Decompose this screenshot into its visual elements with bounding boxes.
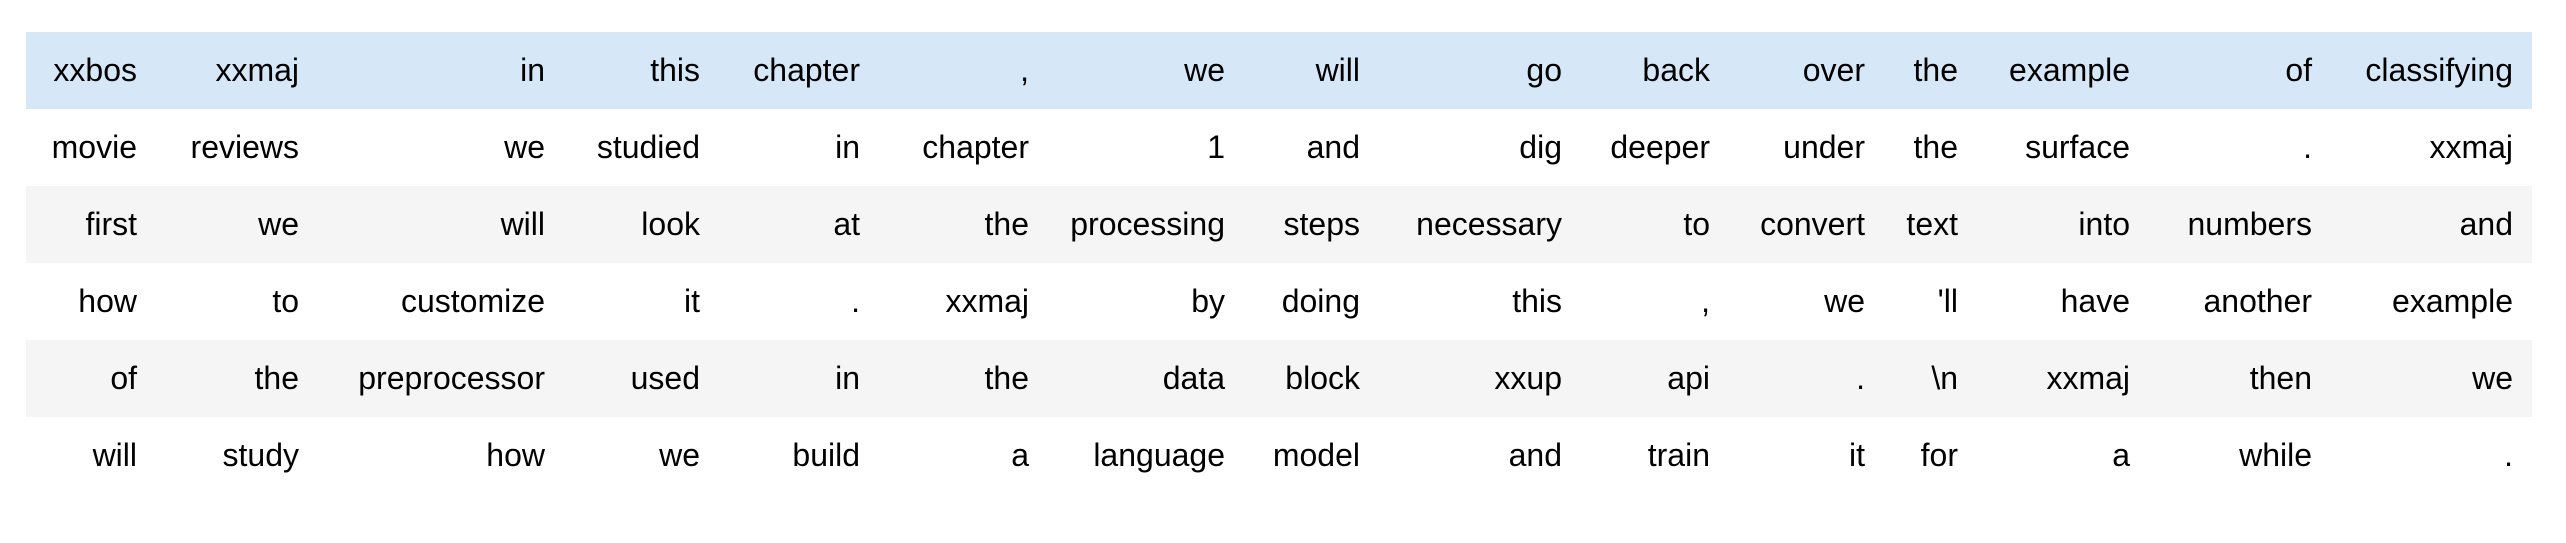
token-cell: necessary (1416, 206, 1562, 243)
token-cell: back (1642, 52, 1710, 89)
token-cell: over (1802, 52, 1865, 89)
token-cell: we (504, 129, 545, 166)
token-cell: text (1906, 206, 1958, 243)
token-cell: . (2303, 129, 2312, 166)
token-cell: how (486, 437, 545, 474)
token-cell: the (984, 360, 1029, 397)
token-cell: first (85, 206, 137, 243)
token-cell: a (1011, 437, 1029, 474)
token-cell: numbers (2187, 206, 2313, 243)
token-dataframe: xxbos xxmaj in this chapter, we will go back over… (26, 32, 2532, 494)
token-cell: \n (1931, 360, 1958, 397)
token-cell: we (659, 437, 700, 474)
token-cell: this (650, 52, 700, 89)
token-cell: for (1920, 437, 1958, 474)
token-cell: model (1272, 437, 1360, 474)
token-cell: preprocessor (358, 360, 545, 397)
token-cell: customize (400, 283, 545, 320)
token-cell: we (258, 206, 299, 243)
token-cell: and (2459, 206, 2513, 243)
token-cell: the (1913, 52, 1958, 89)
token-cell: dig (1519, 129, 1562, 166)
token-cell: go (1526, 52, 1562, 89)
token-cell: 'll (1937, 283, 1958, 320)
token-cell: under (1783, 129, 1865, 166)
token-row: will study how we build a language model and trai… (26, 417, 2532, 494)
token-cell: , (1701, 283, 1710, 320)
token-cell: movie (51, 129, 137, 166)
token-cell: language (1093, 437, 1225, 474)
token-cell: train (1647, 437, 1710, 474)
token-cell: to (272, 283, 299, 320)
token-dataframe-body: xxbos xxmaj in this chapter, we will go back over… (26, 32, 2532, 494)
token-cell: xxmaj (215, 52, 299, 89)
token-cell: in (835, 129, 860, 166)
token-cell: we (1184, 52, 1225, 89)
token-cell: this (1512, 283, 1562, 320)
token-cell: build (792, 437, 860, 474)
token-cell: chapter (922, 129, 1029, 166)
token-cell: will (500, 206, 545, 243)
token-cell: surface (2025, 129, 2130, 166)
token-cell: we (2472, 360, 2513, 397)
token-row-highlighted: xxbos xxmaj in this chapter, we will go back over… (26, 32, 2532, 109)
token-cell: into (2078, 206, 2130, 243)
token-row: first we will look at the processing steps neces… (26, 186, 2532, 263)
token-cell: 1 (1207, 129, 1225, 166)
token-cell: steps (1283, 206, 1360, 243)
token-cell: will (92, 437, 137, 474)
token-row: movie reviews we studied in chapter 1 and dig dee… (26, 109, 2532, 186)
token-cell: look (641, 206, 700, 243)
token-cell: of (2285, 52, 2312, 89)
token-cell: xxbos (53, 52, 137, 89)
token-cell: to (1683, 206, 1710, 243)
token-cell: in (520, 52, 545, 89)
token-cell: chapter (753, 52, 860, 89)
token-cell: doing (1281, 283, 1360, 320)
token-cell: it (684, 283, 700, 320)
token-cell: , (1020, 52, 1029, 89)
token-cell: xxmaj (2046, 360, 2130, 397)
token-cell: api (1667, 360, 1710, 397)
token-cell: have (2060, 283, 2130, 320)
token-cell: and (1508, 437, 1562, 474)
token-cell: xxmaj (2429, 129, 2513, 166)
token-cell: how (78, 283, 137, 320)
token-cell: the (254, 360, 299, 397)
token-row: of the preprocessor used in the data block xxup a… (26, 340, 2532, 417)
token-cell: by (1191, 283, 1225, 320)
token-cell: reviews (190, 129, 299, 166)
token-cell: . (1856, 360, 1865, 397)
token-cell: it (1849, 437, 1865, 474)
token-cell: the (984, 206, 1029, 243)
token-cell: at (833, 206, 860, 243)
token-cell: will (1315, 52, 1360, 89)
token-cell: deeper (1610, 129, 1710, 166)
token-cell: . (2504, 437, 2513, 474)
token-cell: example (2009, 52, 2130, 89)
token-cell: of (110, 360, 137, 397)
token-cell: another (2203, 283, 2312, 320)
token-cell: block (1285, 360, 1360, 397)
token-cell: study (222, 437, 299, 474)
token-cell: studied (596, 129, 700, 166)
token-cell: xxmaj (945, 283, 1029, 320)
token-cell: classifying (2365, 52, 2513, 89)
token-cell: in (835, 360, 860, 397)
token-cell: and (1306, 129, 1360, 166)
token-cell: then (2249, 360, 2312, 397)
token-cell: processing (1070, 206, 1225, 243)
token-cell: example (2392, 283, 2513, 320)
token-cell: data (1162, 360, 1225, 397)
token-cell: a (2112, 437, 2130, 474)
token-cell: . (851, 283, 860, 320)
token-cell: while (2239, 437, 2312, 474)
token-cell: used (630, 360, 700, 397)
token-cell: we (1824, 283, 1865, 320)
token-cell: xxup (1494, 360, 1562, 397)
token-row: how to customize it. xxmaj by doing this, we 'll h… (26, 263, 2532, 340)
token-cell: the (1913, 129, 1958, 166)
token-cell: convert (1760, 206, 1865, 243)
